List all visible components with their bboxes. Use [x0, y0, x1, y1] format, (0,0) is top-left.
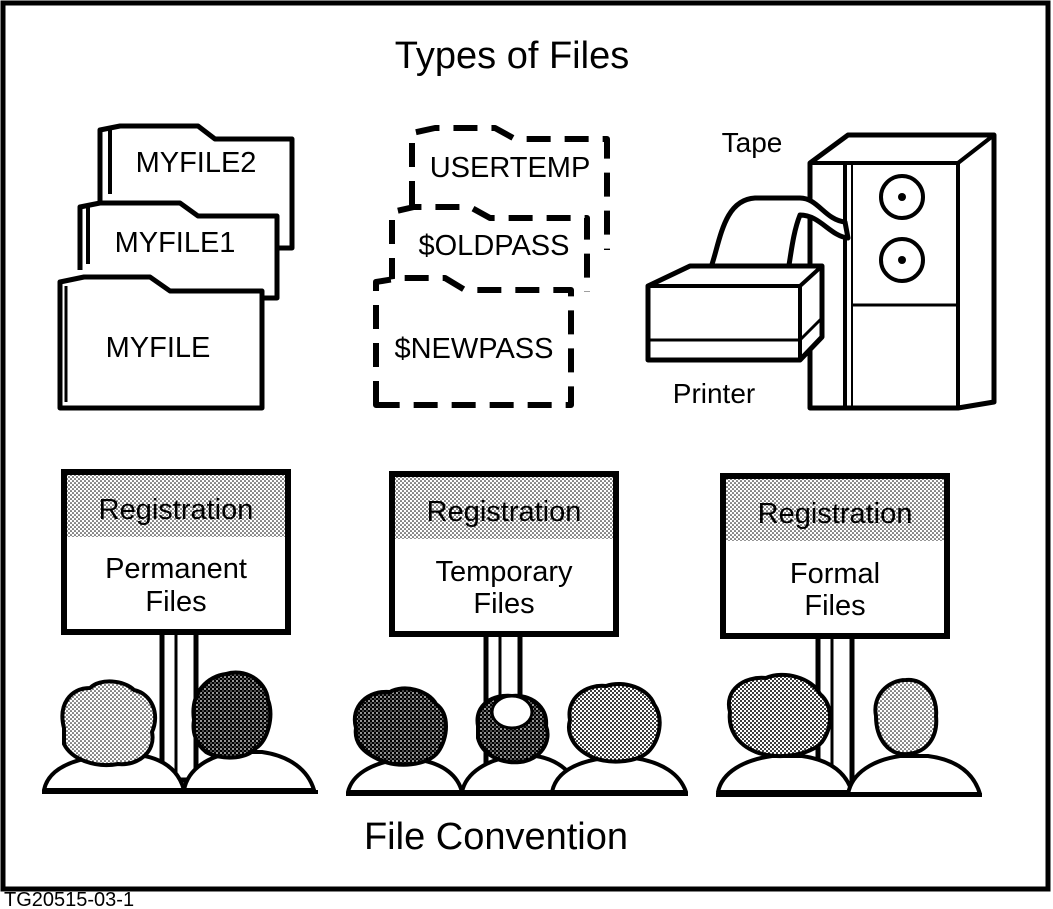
person-icon — [550, 682, 688, 794]
person-icon — [846, 677, 982, 796]
sign-temporary: Registration Temporary Files — [389, 471, 619, 637]
folder-label: MYFILE1 — [115, 227, 236, 259]
diagram-caption: File Convention — [364, 816, 628, 858]
person-icon — [42, 679, 186, 792]
printer — [645, 195, 851, 363]
sign-line: Files — [804, 590, 865, 622]
folder-oldpass: $OLDPASS — [389, 204, 590, 292]
folder-label: $NEWPASS — [394, 333, 553, 365]
audience-group-formal — [716, 672, 982, 796]
tape-reel-icon — [879, 174, 925, 220]
sign-header: Registration — [427, 496, 582, 528]
permanent-file-folders: MYFILE2 MYFILE1 MYFILE — [57, 123, 295, 411]
folder-label: MYFILE2 — [136, 147, 257, 179]
person-icon — [460, 693, 582, 794]
sign-permanent: Registration Permanent Files — [61, 469, 291, 635]
sign-header: Registration — [758, 498, 913, 530]
folder-label: USERTEMP — [430, 152, 591, 184]
person-icon — [346, 686, 464, 794]
temporary-file-folders: USERTEMP $OLDPASS $NEWPASS — [373, 125, 610, 408]
folder-myfile1: MYFILE1 — [77, 200, 280, 301]
sign-header: Registration — [99, 494, 254, 526]
audience-group-permanent — [42, 670, 316, 792]
sign-line: Temporary — [436, 556, 573, 588]
folder-newpass: $NEWPASS — [373, 275, 574, 408]
tape-label: Tape — [722, 127, 783, 158]
ground-lines — [42, 790, 982, 797]
sign-line: Formal — [790, 558, 880, 590]
sign-line: Files — [473, 588, 534, 620]
folder-myfile: MYFILE — [57, 274, 265, 411]
sign-formal: Registration Formal Files — [720, 473, 950, 639]
sign-line: Files — [145, 586, 206, 618]
tape-drive — [807, 132, 997, 411]
folder-label: $OLDPASS — [419, 230, 570, 262]
sign-line: Permanent — [105, 553, 247, 585]
figure-id: TG20515-03-1 — [4, 889, 134, 909]
printer-label: Printer — [673, 378, 755, 409]
person-icon — [182, 670, 316, 792]
tape-reel-icon — [879, 237, 925, 283]
person-icon — [716, 672, 854, 794]
diagram-title: Types of Files — [395, 35, 629, 77]
folder-label: MYFILE — [106, 332, 211, 364]
audience-group-temporary — [346, 682, 688, 794]
